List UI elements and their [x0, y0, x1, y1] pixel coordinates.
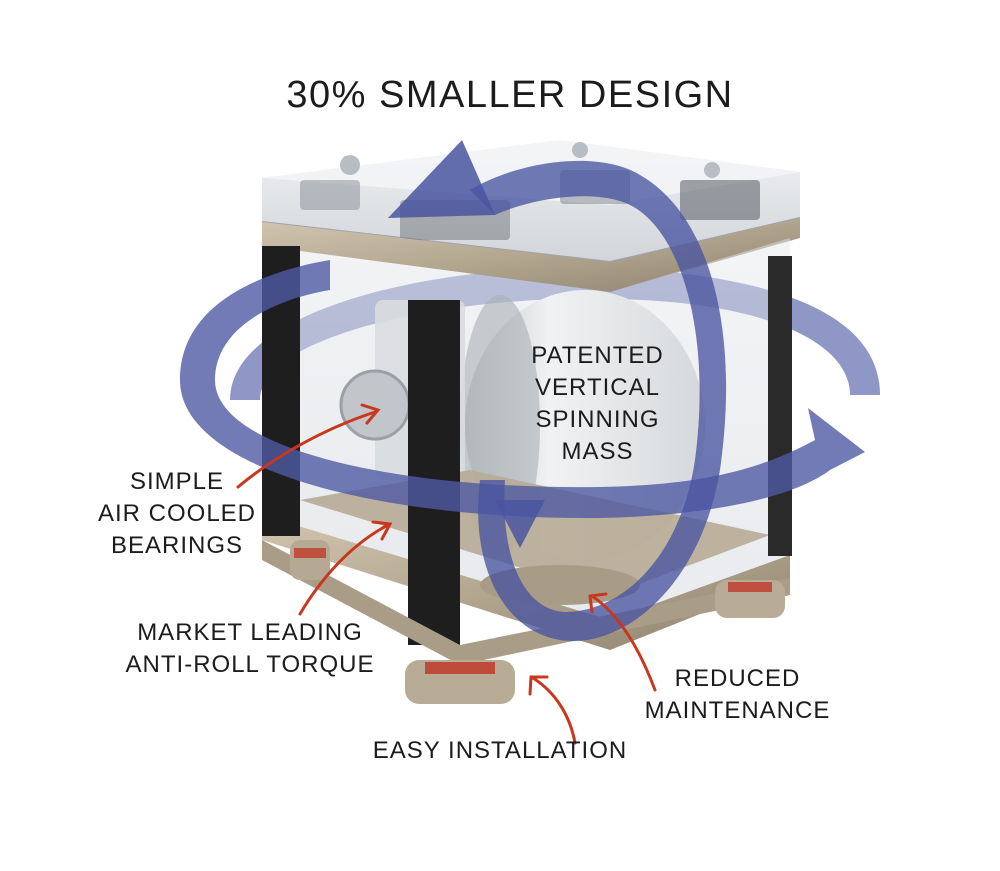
arrow-bearings — [236, 410, 377, 489]
headline: 30% SMALLER DESIGN — [286, 74, 734, 116]
rotation-band-vertical — [470, 160, 727, 642]
callout-bearings: SIMPLE AIR COOLED BEARINGS — [82, 466, 272, 562]
callout-line: SIMPLE — [129, 468, 225, 495]
callout-line: MASS — [561, 438, 634, 465]
callout-line: MARKET LEADING — [137, 619, 363, 646]
arrow-maintenance — [590, 594, 657, 692]
mounting-feet — [290, 540, 785, 704]
callout-spinning-mass: PATENTED VERTICAL SPINNING MASS — [510, 340, 685, 468]
corner-post-front — [408, 300, 460, 645]
rotation-arrowhead — [388, 140, 495, 218]
callout-line: SPINNING — [535, 406, 660, 433]
arrow-anti-roll — [298, 523, 390, 616]
callout-line: VERTICAL — [535, 374, 660, 401]
callout-maintenance: REDUCED MAINTENANCE — [630, 663, 845, 727]
callout-line: ANTI-ROLL TORQUE — [125, 651, 375, 678]
callout-anti-roll: MARKET LEADING ANTI-ROLL TORQUE — [105, 617, 395, 681]
callout-line: PATENTED — [531, 342, 664, 369]
callout-line: BEARINGS — [110, 532, 244, 559]
upper-frame — [262, 218, 800, 292]
callout-line: AIR COOLED — [97, 500, 257, 527]
arrow-installation — [531, 676, 577, 745]
callout-arrows — [236, 403, 657, 745]
callout-installation: EASY INSTALLATION — [355, 735, 645, 767]
corner-post-right — [768, 256, 792, 556]
callout-line: REDUCED — [674, 665, 801, 692]
callout-line: EASY INSTALLATION — [372, 737, 628, 764]
callout-line: MAINTENANCE — [644, 697, 831, 724]
